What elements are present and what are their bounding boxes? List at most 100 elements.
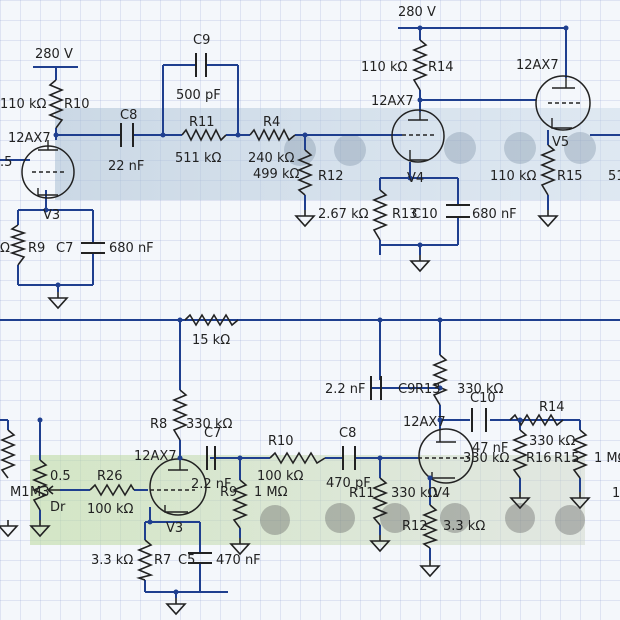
resistor-r12-top	[296, 149, 314, 196]
r11-ref: R11	[189, 115, 215, 130]
pot-label-dr: Dr	[50, 500, 66, 515]
tube-name-v4: V4	[407, 171, 424, 186]
right-cut-text: 51	[608, 169, 620, 184]
vacuum-tube-v4-top	[391, 109, 445, 163]
r14-value: 110 kΩ	[361, 60, 407, 75]
r8-ref-bottom: R8	[150, 417, 167, 432]
top-nodes	[43, 25, 569, 288]
r10-ref-bottom: R10	[268, 434, 294, 449]
c10-value-bottom: 47 nF	[472, 441, 508, 456]
ground-icon	[420, 559, 440, 577]
r10-value: 110 kΩ	[0, 97, 46, 112]
r9-ref: R9	[28, 241, 45, 256]
r14-ref: R14	[428, 60, 454, 75]
c8-value: 22 nF	[108, 159, 144, 174]
resistor-r13-top	[371, 189, 389, 241]
right-cut-text-bottom: 1	[612, 486, 620, 501]
resistor-r11-bottom	[371, 477, 389, 526]
r13-ref: R13	[392, 207, 418, 222]
r16-ref-bottom: R16	[526, 451, 552, 466]
supply-label-right: 280 V	[398, 5, 436, 20]
c8-ref: C8	[120, 108, 137, 123]
r14-value-bottom: 330 kΩ	[529, 434, 575, 449]
tube-type-v4: 12AX7	[371, 94, 414, 109]
feedback-resistor-value: 15 kΩ	[192, 333, 230, 348]
ground-icon	[538, 209, 558, 227]
c9-ref: C9	[193, 33, 210, 48]
c9-ref-bottom: C9	[398, 382, 415, 397]
left-cut-text-2: Ω	[0, 241, 10, 256]
resistor-r26-bottom	[89, 483, 135, 497]
ground-icon	[410, 254, 430, 272]
tube-name-v3: V3	[43, 208, 60, 223]
r15-ref-bottom: R15	[554, 451, 580, 466]
c9-value: 500 pF	[176, 88, 221, 103]
vacuum-tube-v3-top	[21, 140, 75, 199]
r10-value-bottom: 100 kΩ	[257, 469, 303, 484]
r10-ref: R10	[64, 97, 90, 112]
vacuum-tube-v5-top	[535, 75, 591, 131]
resistor-r15-top	[539, 144, 557, 196]
tube-name-v5: V5	[552, 135, 569, 150]
r13-value: 2.67 kΩ	[318, 207, 369, 222]
r15-value: 110 kΩ	[490, 169, 536, 184]
supply-label-left: 280 V	[35, 47, 73, 62]
r7-ref-bottom: R7	[154, 553, 171, 568]
c8-ref-bottom: C8	[339, 426, 356, 441]
tube-type-v3: 12AX7	[8, 131, 51, 146]
vacuum-tube-v4-bottom	[418, 428, 474, 484]
c10-ref: C10	[412, 207, 438, 222]
pot-value: 0.5	[50, 469, 71, 484]
r15-ref: R15	[557, 169, 583, 184]
r12-ref: R12	[318, 169, 344, 184]
amp-board-photo-top	[55, 108, 620, 200]
c10-value: 680 nF	[472, 207, 517, 222]
c7-ref-bottom: C7	[204, 426, 221, 441]
resistor-r15-bottom	[571, 429, 589, 479]
resistor-feedback-bottom	[184, 313, 239, 327]
tube-name-v3-bottom: V3	[166, 521, 183, 536]
r26-value-bottom: 100 kΩ	[87, 502, 133, 517]
c10-ref-bottom: C10	[470, 391, 496, 406]
r4-value: 240 kΩ	[248, 151, 294, 166]
r15-value-bottom: 1 MΩ	[594, 451, 620, 466]
tube-name-v4-bottom: V4	[433, 486, 450, 501]
r9-ref-bottom: R9	[220, 485, 237, 500]
c9-value-bottom: 2.2 nF	[325, 382, 366, 397]
pot-label-m3: M3	[30, 485, 50, 500]
r8-value-bottom: 330 kΩ	[186, 417, 232, 432]
resistor-r16-bottom	[511, 429, 529, 479]
resistor-r12-bottom	[421, 504, 439, 549]
resistor-r4-top	[249, 128, 296, 142]
tube-type-v3-bottom: 12AX7	[134, 449, 177, 464]
resistor-r11-top	[181, 128, 227, 142]
r12-value-bottom: 3.3 kΩ	[443, 519, 485, 534]
potentiometer-bottom	[31, 459, 49, 511]
ground-icon	[48, 291, 68, 309]
r11-ref-bottom: R11	[349, 486, 375, 501]
resistor-r13-bottom	[431, 354, 449, 406]
resistor-r14-top	[411, 39, 429, 91]
tube-type-v5: 12AX7	[516, 58, 559, 73]
c7-value-bottom: 2.2 nF	[191, 477, 232, 492]
top-components	[9, 39, 591, 309]
ground-icon	[0, 519, 18, 537]
resistor-r10-bottom	[269, 451, 326, 465]
r14-ref-bottom: R14	[539, 400, 565, 415]
resistor-r9-bottom	[231, 479, 249, 529]
resistor-r8-bottom	[171, 389, 189, 441]
pot-label-m1: M1	[10, 485, 30, 500]
c5-value-bottom: 470 nF	[216, 553, 261, 568]
r12-ref-bottom: R12	[402, 519, 428, 534]
c5-ref-bottom: C5	[178, 553, 195, 568]
r26-ref-bottom: R26	[97, 469, 123, 484]
knob-row-bottom	[260, 503, 585, 535]
r7-value-bottom: 3.3 kΩ	[91, 553, 133, 568]
knob-row-top	[284, 132, 596, 166]
c8-value-bottom: 470 pF	[326, 476, 371, 491]
amp-board-photo-bottom	[30, 455, 585, 545]
bottom-wires	[0, 320, 581, 598]
resistor-partial-bottom	[0, 429, 17, 479]
bottom-labels: 15 kΩ 2.2 nF C9 R13 330 kΩ C10 47 nF R14…	[10, 333, 620, 568]
